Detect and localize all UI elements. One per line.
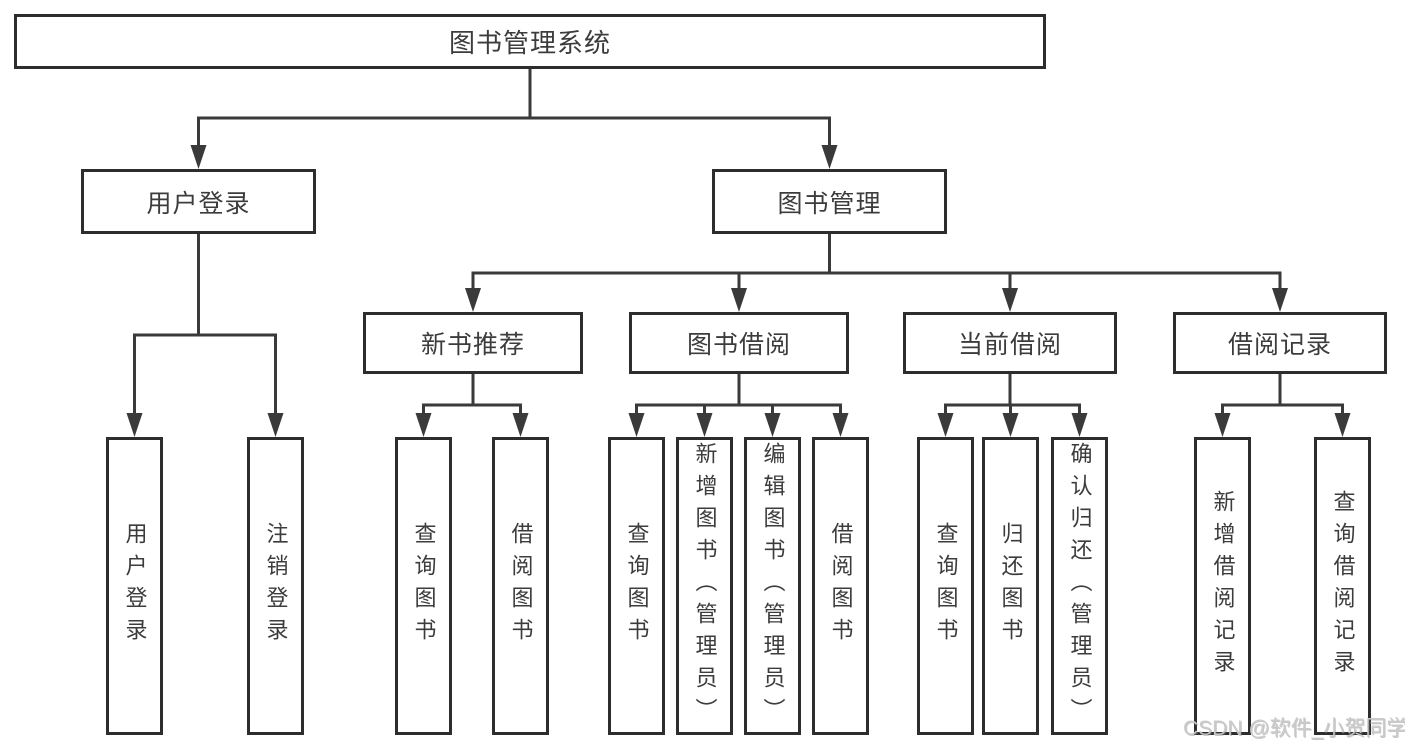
leaf-newbook-query-book-label: 查询图书	[411, 522, 437, 650]
leaf-current-query-book: 查询图书	[917, 437, 974, 735]
node-book-borrow-label: 图书借阅	[686, 331, 791, 359]
leaf-logout-login: 注销登录	[247, 437, 304, 735]
leaf-borrow-query-book: 查询图书	[608, 437, 665, 735]
connector-book-management-to-level3	[465, 232, 1288, 312]
leaf-edit-book-admin-label: 编辑图书（管理员）	[760, 442, 786, 730]
node-new-book-recommend-label: 新书推荐	[420, 331, 525, 359]
leaf-add-book-admin-label: 新增图书（管理员）	[692, 442, 718, 730]
leaf-add-borrow-record-label: 新增借阅记录	[1210, 490, 1236, 682]
leaf-add-borrow-record: 新增借阅记录	[1194, 437, 1251, 735]
leaf-user-login-label: 用户登录	[122, 522, 148, 650]
connector-root-to-level2	[190, 67, 838, 169]
connector-book-borrow-branch	[628, 372, 849, 437]
leaf-query-borrow-record: 查询借阅记录	[1314, 437, 1371, 735]
node-borrow-record-label: 借阅记录	[1227, 331, 1332, 359]
connector-new-book-branch	[415, 372, 529, 437]
connector-borrow-record-branch	[1214, 372, 1351, 437]
leaf-newbook-borrow-book-label: 借阅图书	[508, 522, 534, 650]
csdn-watermark: CSDN @软件_小贺同学	[1183, 717, 1405, 740]
leaf-return-book-label: 归还图书	[998, 522, 1024, 650]
leaf-return-book: 归还图书	[982, 437, 1039, 735]
node-book-management: 图书管理	[712, 169, 947, 234]
node-current-borrow-label: 当前借阅	[957, 331, 1062, 359]
leaf-current-query-book-label: 查询图书	[933, 522, 959, 650]
node-library-management-system-label: 图书管理系统	[448, 28, 611, 58]
leaf-confirm-return-admin-label: 确认归还（管理员）	[1067, 442, 1093, 730]
leaf-logout-login-label: 注销登录	[263, 522, 289, 650]
leaf-newbook-query-book: 查询图书	[395, 437, 452, 735]
leaf-user-login: 用户登录	[106, 437, 163, 735]
node-user-login: 用户登录	[81, 169, 316, 234]
connector-user-login-branch	[126, 232, 284, 437]
node-book-management-label: 图书管理	[777, 189, 882, 218]
leaf-borrow-query-book-label: 查询图书	[624, 522, 650, 650]
node-library-management-system: 图书管理系统	[14, 14, 1046, 69]
leaf-add-book-admin: 新增图书（管理员）	[676, 437, 733, 735]
leaf-newbook-borrow-book: 借阅图书	[492, 437, 549, 735]
node-current-borrow: 当前借阅	[903, 312, 1117, 374]
node-new-book-recommend: 新书推荐	[363, 312, 583, 374]
leaf-confirm-return-admin: 确认归还（管理员）	[1051, 437, 1108, 735]
leaf-query-borrow-record-label: 查询借阅记录	[1330, 490, 1356, 682]
node-borrow-record: 借阅记录	[1173, 312, 1387, 374]
node-user-login-label: 用户登录	[146, 189, 251, 218]
leaf-edit-book-admin: 编辑图书（管理员）	[744, 437, 801, 735]
connector-current-borrow-branch	[937, 372, 1088, 437]
leaf-borrow-book-label: 借阅图书	[828, 522, 854, 650]
leaf-borrow-book: 借阅图书	[812, 437, 869, 735]
node-book-borrow: 图书借阅	[629, 312, 849, 374]
